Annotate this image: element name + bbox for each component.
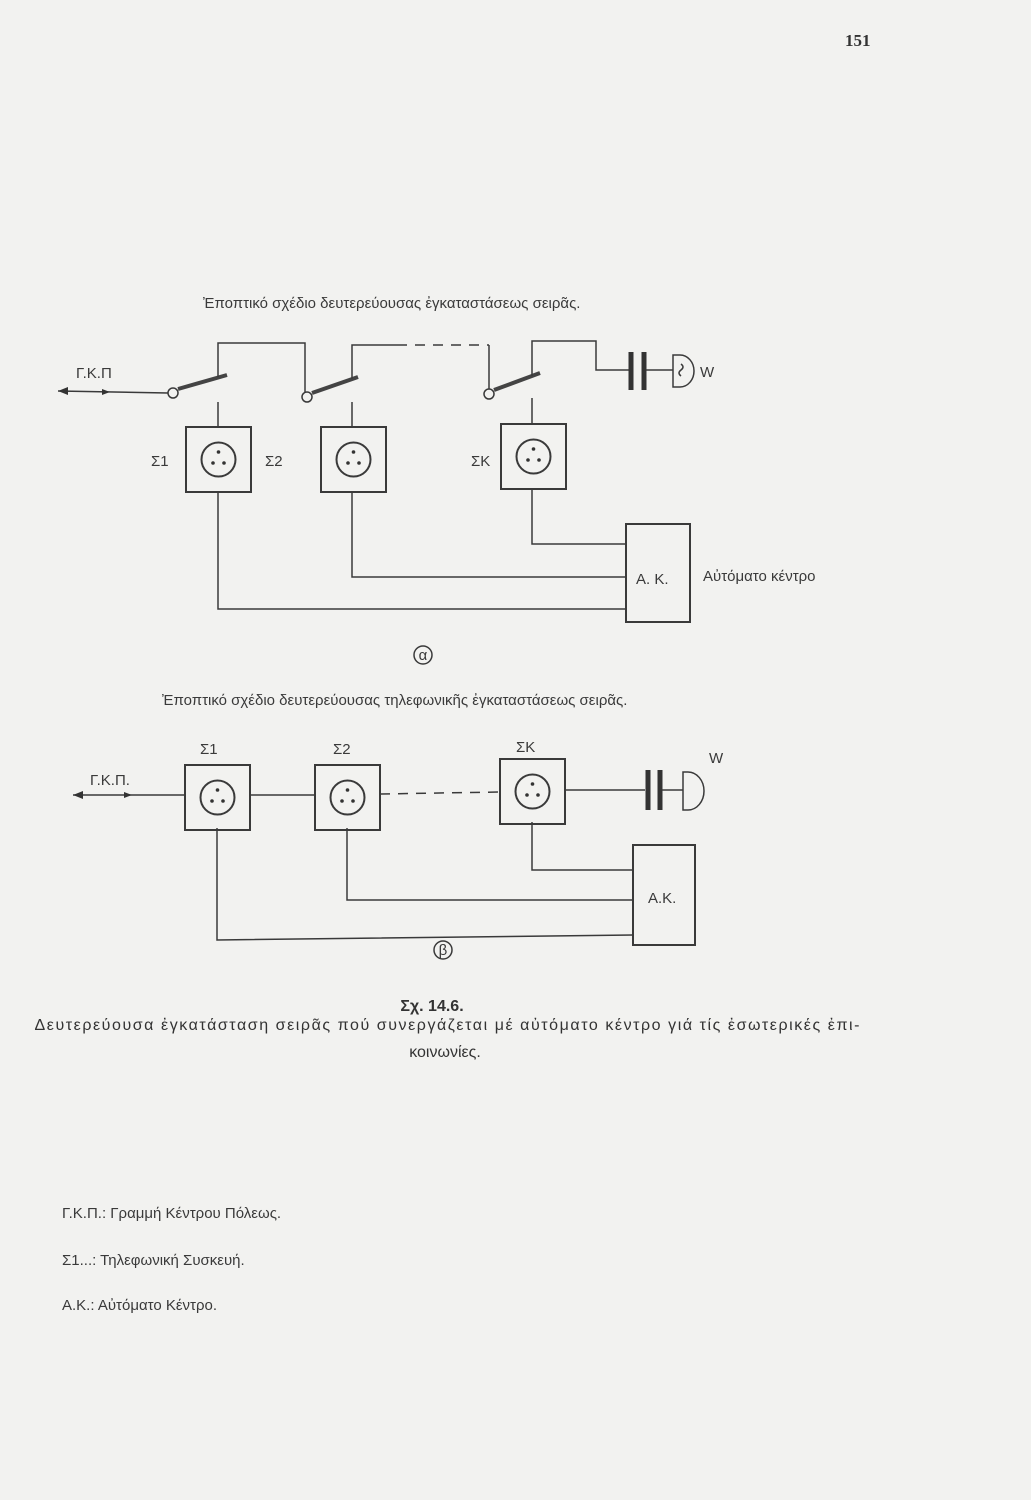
phone-1-icon xyxy=(184,764,251,831)
switch-2 xyxy=(301,375,359,403)
phone-k-label: ΣΚ xyxy=(516,739,535,756)
phone-2-label: Σ2 xyxy=(265,453,283,470)
diagram-a: Ἐποπτικό σχέδιο δευτερεύουσας ἐγκαταστάσ… xyxy=(57,295,816,665)
phone-k-label: ΣΚ xyxy=(471,453,490,470)
city-line-arrow-icon xyxy=(73,791,185,799)
phone-2-icon xyxy=(320,426,387,493)
phone-1-icon xyxy=(185,426,252,493)
figure-caption-cont: κοινωνίες. xyxy=(409,1044,481,1061)
capacitor-icon xyxy=(645,770,683,810)
city-line-label: Γ.Κ.Π. xyxy=(90,772,130,789)
bell-label: W xyxy=(700,364,715,381)
diagram-b-title: Ἐποπτικό σχέδιο δευτερεύουσας τηλεφωνικῆ… xyxy=(162,692,627,709)
figure-number: Σχ. 14.6. xyxy=(400,998,463,1015)
capacitor-icon xyxy=(628,352,673,390)
phone-k-icon xyxy=(499,758,566,825)
bell-label: W xyxy=(709,750,724,767)
diagram-a-title: Ἐποπτικό σχέδιο δευτερεύουσας ἐγκαταστάσ… xyxy=(203,295,580,312)
phone-2-icon xyxy=(314,764,381,831)
legend-item: Σ1...: Τηλεφωνική Συσκευή. xyxy=(62,1252,245,1269)
switch-1 xyxy=(167,373,228,399)
figure-caption: Δευτερεύουσα ἐγκατάσταση σειρᾶς πού συνε… xyxy=(34,1016,859,1034)
automatic-exchange-box xyxy=(625,523,691,623)
switch-k xyxy=(483,371,541,400)
automatic-exchange-box xyxy=(632,844,696,946)
phone-k-icon xyxy=(500,423,567,490)
phone-1-label: Σ1 xyxy=(151,453,169,470)
legend-item: Γ.Κ.Π.: Γραμμή Κέντρου Πόλεως. xyxy=(62,1205,281,1222)
exchange-label: Α. Κ. xyxy=(636,571,669,588)
exchange-caption: Αὐτόματο κέντρο xyxy=(703,568,816,585)
diagram-b: Ἐποπτικό σχέδιο δευτερεύουσας τηλεφωνικῆ… xyxy=(73,692,724,960)
city-line-label: Γ.Κ.Π xyxy=(76,365,112,382)
bell-icon xyxy=(672,354,695,388)
diagram-b-tag: β xyxy=(439,942,448,959)
bell-icon xyxy=(682,771,705,811)
city-line-arrow-icon xyxy=(57,387,169,395)
page-number: 151 xyxy=(845,31,871,50)
legend-item: Α.Κ.: Αὐτόματο Κέντρο. xyxy=(62,1297,217,1314)
phone-1-label: Σ1 xyxy=(200,741,218,758)
series-wire xyxy=(217,342,306,392)
diagram-a-tag: α xyxy=(419,647,428,664)
exchange-label: Α.Κ. xyxy=(648,890,676,907)
phone-2-label: Σ2 xyxy=(333,741,351,758)
